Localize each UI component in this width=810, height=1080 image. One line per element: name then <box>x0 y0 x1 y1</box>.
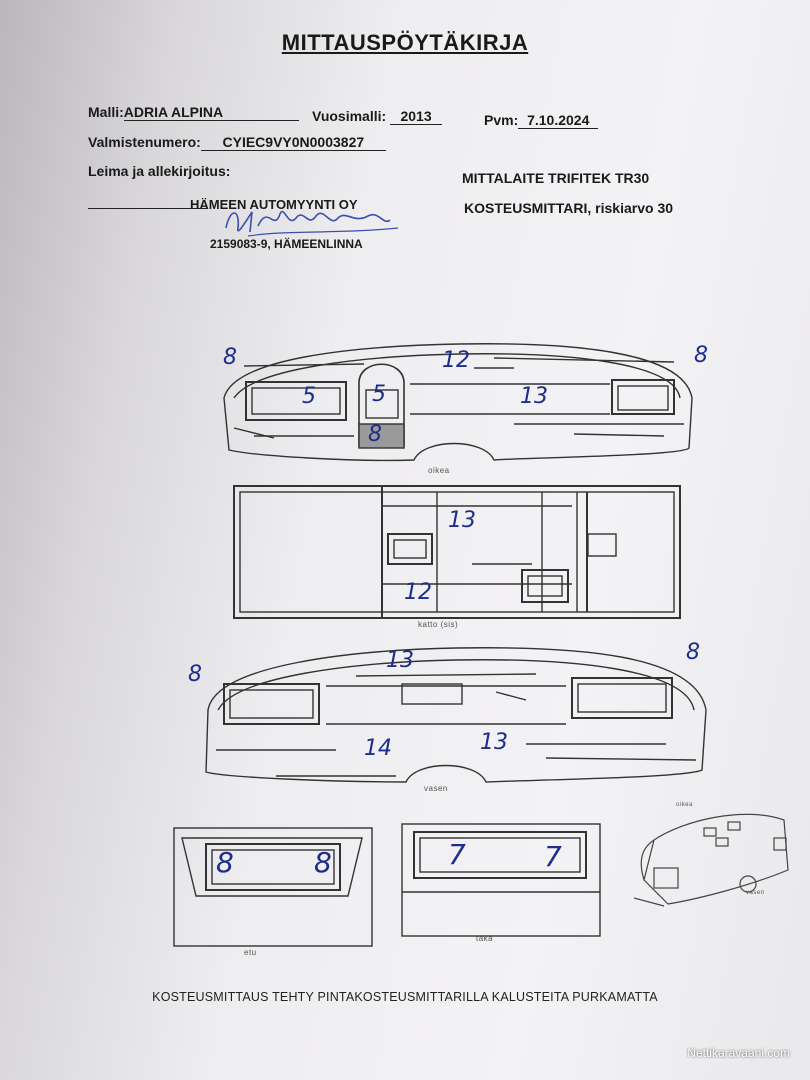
caravan-left-side-diagram <box>205 647 707 783</box>
leima-label: Leima ja allekirjoitus: <box>88 163 231 179</box>
malli-value: ADRIA ALPINA <box>123 104 299 121</box>
device-line-2: KOSTEUSMITTARI, riskiarvo 30 <box>464 200 674 216</box>
reading-oikea-door-upper: 5 <box>372 382 386 407</box>
valmistenumero-label: Valmistenumero: <box>88 134 201 150</box>
reading-vasen-roofline: 13 <box>386 648 414 673</box>
caravan-roof-diagram <box>233 485 681 619</box>
caravan-rear-diagram <box>401 823 601 937</box>
reading-taka-left: 7 <box>448 838 466 871</box>
valmistenumero-value: CYIEC9VY0N0003827 <box>200 134 386 151</box>
reading-vasen-rear-corner: 8 <box>188 662 202 687</box>
label-oikea: oikea <box>428 466 450 475</box>
reading-vasen-lower-left: 14 <box>364 736 392 761</box>
reading-oikea-front-corner: 8 <box>223 345 237 370</box>
signature-scribble <box>225 210 399 237</box>
vuosimalli-value: 2013 <box>390 108 443 125</box>
device-line-1: MITTALAITE TRIFITEK TR30 <box>462 170 650 186</box>
caravan-right-side-diagram <box>223 343 693 462</box>
valmistenumero-row: Valmistenumero:CYIEC9VY0N0003827 <box>88 134 386 151</box>
reading-oikea-mid: 13 <box>520 384 548 409</box>
malli-row: Malli:ADRIA ALPINA <box>88 104 299 121</box>
reading-vasen-front-corner: 8 <box>686 640 700 665</box>
reading-taka-right: 7 <box>544 840 562 873</box>
label-etu: etu <box>244 948 257 957</box>
label-vasen: vasen <box>424 784 448 793</box>
label-taka: taka <box>476 934 494 943</box>
label-oikea-small: oikea <box>676 802 693 808</box>
pvm-label: Pvm: <box>484 112 519 128</box>
reading-etu-left: 8 <box>216 846 234 879</box>
reading-oikea-roofline: 12 <box>442 348 470 373</box>
stamp-company: HÄMEEN AUTOMYYNTI OY <box>190 197 358 212</box>
pvm-row: Pvm:7.10.2024 <box>484 112 599 129</box>
reading-oikea-rear-corner: 8 <box>694 343 708 368</box>
vuosimalli-label: Vuosimalli: <box>312 108 387 124</box>
label-katto: katto (sis) <box>418 620 459 629</box>
reading-oikea-window: 5 <box>302 384 316 409</box>
reading-katto-lower: 12 <box>404 580 432 605</box>
pvm-value: 7.10.2024 <box>518 112 599 129</box>
reading-oikea-door-lower: 8 <box>368 422 382 447</box>
document-title: MITTAUSPÖYTÄKIRJA <box>281 30 529 55</box>
footer-note: KOSTEUSMITTAUS TEHTY PINTAKOSTEUSMITTARI… <box>152 990 658 1004</box>
label-vasen-small: vasen <box>746 890 765 896</box>
caravan-3d-sketch <box>633 813 789 907</box>
reading-etu-right: 8 <box>314 846 332 879</box>
caravan-front-diagram <box>173 827 373 947</box>
watermark: Nettikaravaani.com <box>687 1046 790 1060</box>
reading-katto-center: 13 <box>448 508 476 533</box>
signature-line <box>88 208 208 209</box>
reading-vasen-lower-right: 13 <box>480 730 508 755</box>
vuosimalli-row: Vuosimalli: 2013 <box>312 108 443 125</box>
malli-label: Malli: <box>88 104 124 120</box>
stamp-id-city: 2159083-9, HÄMEENLINNA <box>210 237 363 251</box>
